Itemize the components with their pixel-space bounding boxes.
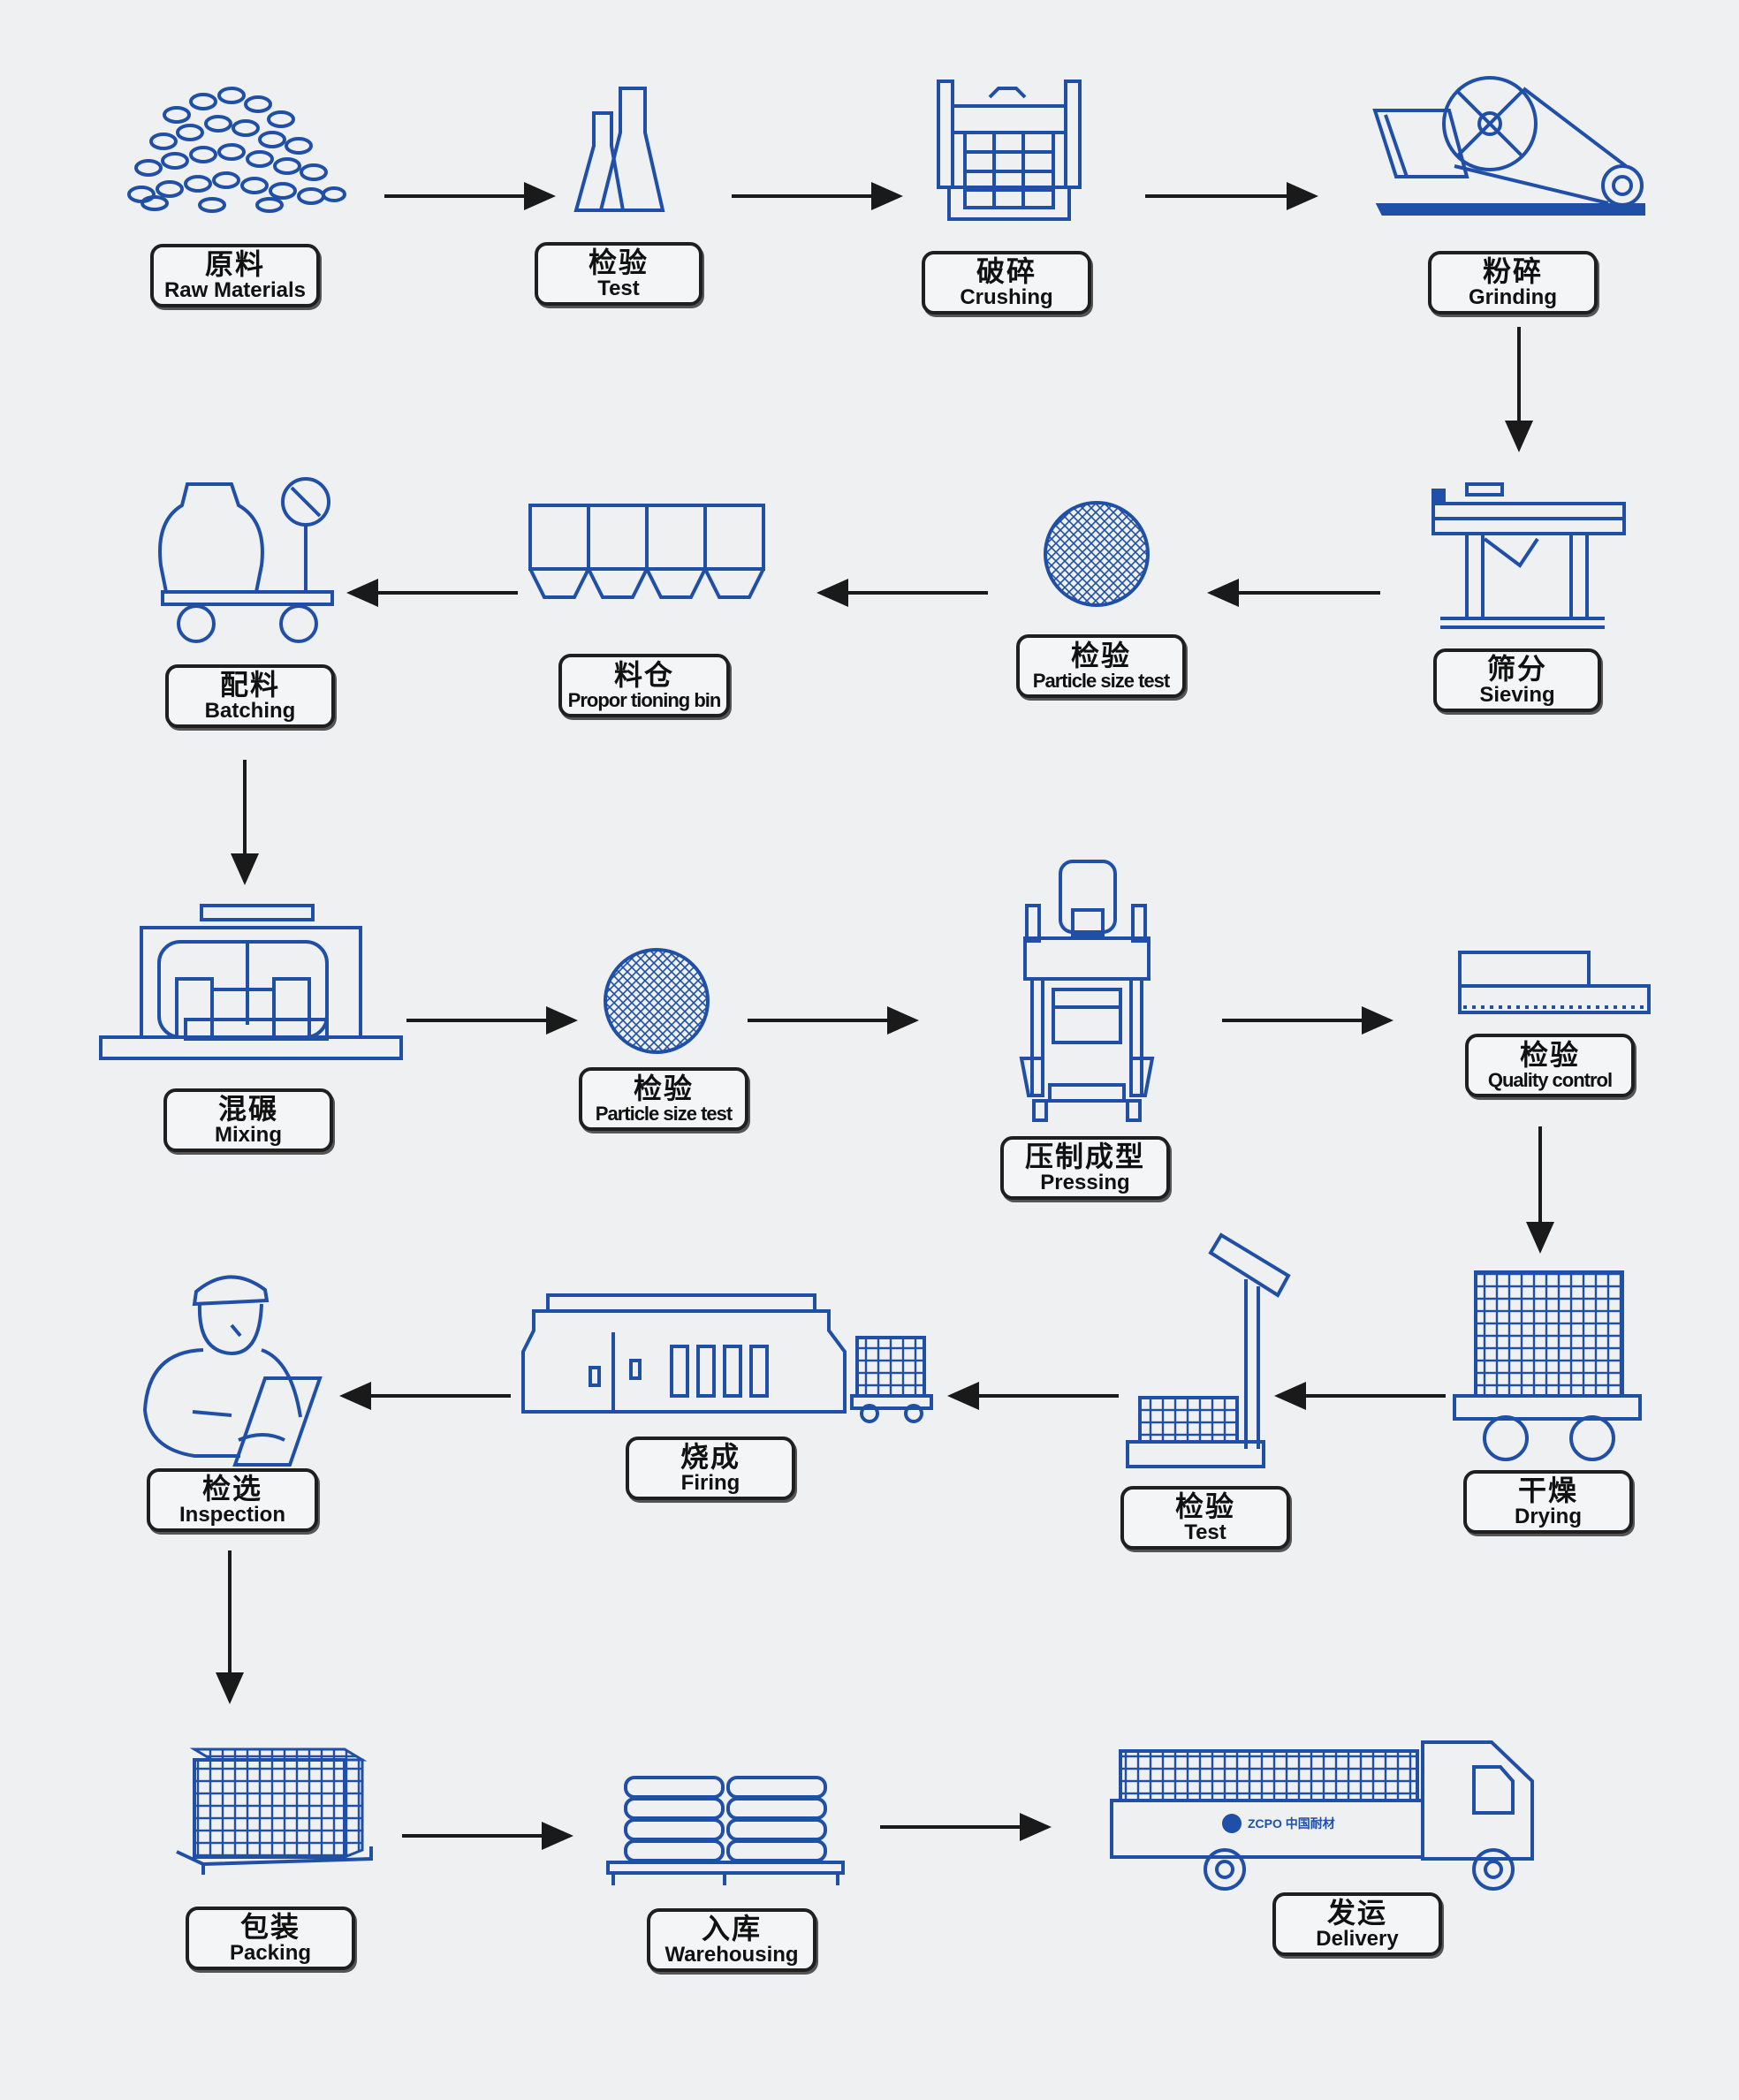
step-zh: 检验: [1174, 1490, 1235, 1523]
step-label-test-2: 检验 Test: [1120, 1486, 1290, 1550]
step-en: Inspection: [178, 1503, 285, 1527]
sieve-machine-icon: [1431, 482, 1626, 629]
raw-materials-pile-icon: [127, 87, 346, 213]
step-label-raw-materials: 原料 Raw Materials: [150, 244, 320, 307]
quality-control-bricks-icon: [1458, 951, 1651, 1014]
batching-scale-icon: [158, 477, 334, 643]
step-label-batching: 配料 Batching: [165, 664, 335, 728]
press-machine-icon: [1019, 860, 1155, 1122]
warehouse-pallet-icon: [606, 1776, 845, 1885]
step-zh: 干燥: [1517, 1474, 1578, 1507]
step-zh: 料仓: [613, 658, 674, 692]
step-label-proportioning-bin: 料仓 Propor tioning bin: [558, 654, 730, 717]
step-zh: 检验: [588, 246, 649, 279]
packed-pallet-icon: [176, 1747, 373, 1875]
step-label-warehousing: 入库 Warehousing: [647, 1908, 816, 1972]
step-en: Particle size test: [1032, 670, 1170, 692]
step-zh: 筛分: [1486, 652, 1547, 686]
mixer-icon: [99, 904, 403, 1060]
step-zh: 发运: [1326, 1896, 1387, 1929]
step-zh: 检验: [633, 1072, 694, 1105]
step-en: Sieving: [1479, 683, 1555, 707]
step-zh: 破碎: [976, 254, 1037, 288]
truck-logo-text: ZCPO 中国耐材: [1248, 1816, 1335, 1831]
step-label-particle-size-test-2: 检验 Particle size test: [579, 1067, 748, 1131]
step-zh: 粉碎: [1482, 254, 1543, 288]
step-label-firing: 烧成 Firing: [626, 1437, 795, 1500]
step-en: Grinding: [1469, 285, 1557, 309]
step-label-test: 检验 Test: [535, 242, 702, 306]
step-en: Raw Materials: [163, 278, 307, 302]
flow-arrows: [216, 182, 1554, 1850]
step-en: Mixing: [215, 1123, 282, 1147]
particle-sphere-icon: [604, 948, 710, 1054]
step-label-drying: 干燥 Drying: [1463, 1470, 1633, 1534]
step-en: Pressing: [1040, 1171, 1130, 1194]
test-flasks-icon: [573, 87, 665, 212]
step-zh: 压制成型: [1024, 1140, 1145, 1173]
step-en: Test: [1184, 1520, 1226, 1544]
step-zh: 入库: [701, 1912, 762, 1945]
step-en: Particle size test: [595, 1103, 733, 1125]
step-label-pressing: 压制成型 Pressing: [1000, 1136, 1170, 1200]
grinder-icon: [1372, 76, 1645, 216]
proportioning-bin-icon: [528, 504, 765, 599]
step-en: Drying: [1514, 1505, 1582, 1528]
step-en: Batching: [204, 699, 296, 723]
weighing-scale-icon: [1126, 1232, 1291, 1468]
step-en: Propor tioning bin: [567, 689, 722, 711]
step-label-grinding: 粉碎 Grinding: [1428, 251, 1598, 315]
inspector-icon: [142, 1275, 323, 1467]
step-zh: 混碾: [217, 1092, 278, 1126]
step-label-sieving: 筛分 Sieving: [1433, 648, 1601, 712]
step-label-packing: 包装 Packing: [186, 1907, 355, 1970]
step-label-inspection: 检选 Inspection: [147, 1468, 318, 1532]
step-zh: 配料: [219, 668, 280, 701]
step-zh: 检选: [201, 1472, 262, 1505]
step-en: Delivery: [1316, 1927, 1399, 1951]
kiln-icon: [521, 1293, 933, 1423]
step-en: Quality control: [1487, 1069, 1613, 1091]
step-zh: 原料: [204, 247, 265, 281]
drying-cart-icon: [1453, 1270, 1642, 1461]
step-en: Test: [597, 277, 640, 300]
delivery-truck-icon: ZCPO 中国耐材: [1110, 1740, 1534, 1891]
step-en: Crushing: [960, 285, 1053, 309]
step-en: Packing: [229, 1941, 312, 1965]
step-zh: 检验: [1070, 639, 1131, 672]
step-zh: 包装: [239, 1910, 300, 1944]
step-en: Firing: [680, 1471, 740, 1495]
step-label-quality-control: 检验 Quality control: [1465, 1034, 1635, 1097]
step-label-particle-size-test-1: 检验 Particle size test: [1016, 634, 1186, 698]
step-label-mixing: 混碾 Mixing: [163, 1088, 333, 1152]
step-zh: 烧成: [680, 1440, 740, 1474]
step-label-crushing: 破碎 Crushing: [922, 251, 1091, 315]
particle-sphere-icon: [1044, 501, 1150, 607]
company-logo-icon: [1222, 1814, 1242, 1833]
step-zh: 检验: [1519, 1038, 1580, 1072]
step-en: Warehousing: [664, 1943, 799, 1967]
step-label-delivery: 发运 Delivery: [1272, 1892, 1442, 1956]
crusher-icon: [937, 80, 1082, 221]
